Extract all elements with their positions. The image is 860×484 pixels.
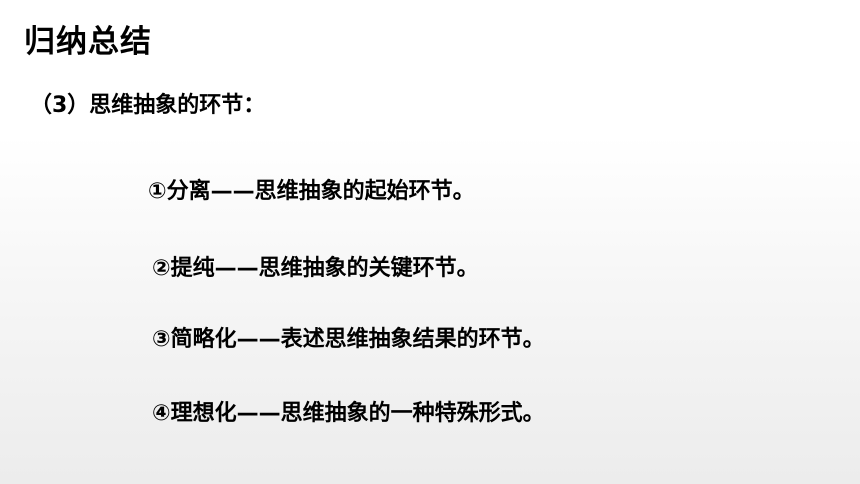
point-separation: ①分离——思维抽象的起始环节。 xyxy=(148,179,475,204)
point-purification: ②提纯——思维抽象的关键环节。 xyxy=(152,256,479,281)
point-idealization: ④理想化——思维抽象的一种特殊形式。 xyxy=(152,401,545,426)
slide-title: 归纳总结 xyxy=(24,24,152,60)
point-simplification: ③简略化——表述思维抽象结果的环节。 xyxy=(152,327,545,352)
section-heading: （3）思维抽象的环节： xyxy=(30,93,266,118)
